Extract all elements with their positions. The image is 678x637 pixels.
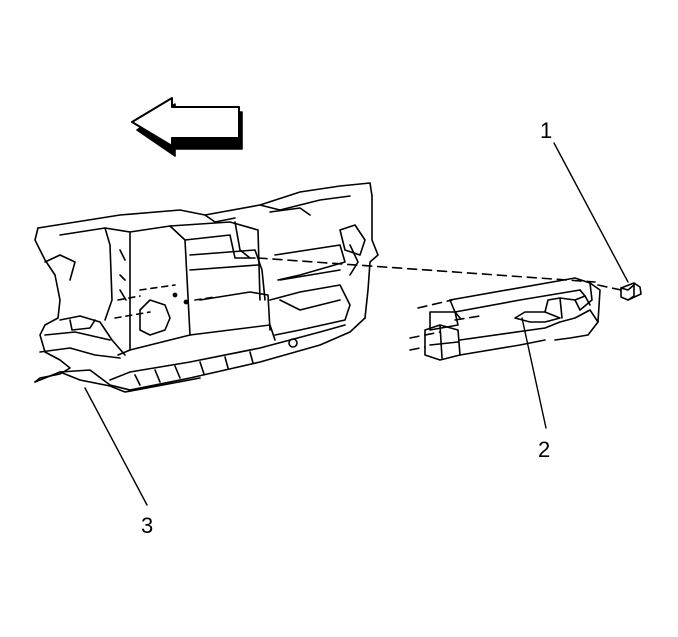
leader-line-3 — [84, 387, 148, 506]
callout-2: 2 — [538, 437, 550, 462]
instrument-panel-assembly — [34, 182, 379, 393]
leader-line-1 — [553, 142, 629, 283]
callout-1: 1 — [540, 118, 552, 143]
assembly-lines — [257, 257, 622, 351]
callout-labels: 1 2 3 — [141, 118, 552, 538]
bracket — [424, 277, 601, 361]
callout-3: 3 — [141, 513, 153, 538]
leader-line-2 — [521, 317, 547, 429]
bolt — [620, 282, 642, 301]
left-arrow-icon — [131, 97, 243, 157]
leader-lines — [84, 142, 629, 506]
